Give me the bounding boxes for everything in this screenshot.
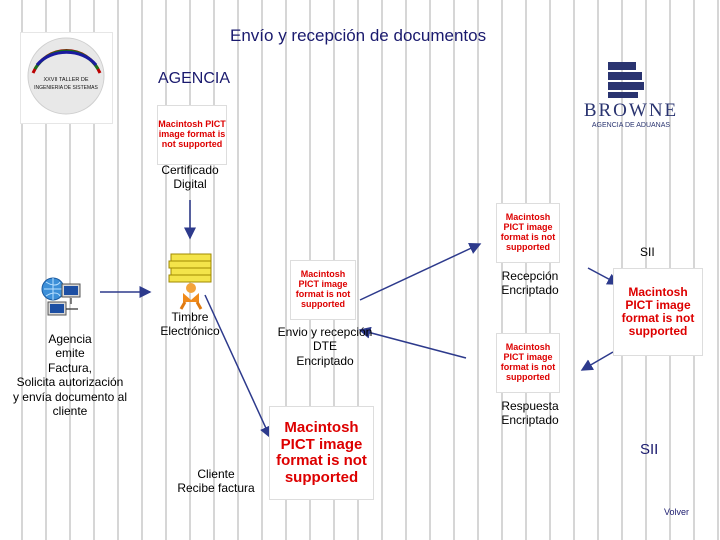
volver-link[interactable]: Volver (664, 507, 689, 517)
pict-respuesta: Macintosh PICT image format is not suppo… (496, 333, 560, 393)
envio-label: Envio y recepción DTE Encriptado (270, 325, 380, 368)
svg-text:BROWNE: BROWNE (584, 100, 678, 121)
taller-logo: XXVII TALLER DE INGENIERIA DE SISTEMAS (20, 32, 113, 124)
pict-recepcion: Macintosh PICT image format is not suppo… (496, 203, 560, 263)
pict-sii: Macintosh PICT image format is not suppo… (613, 268, 703, 356)
cliente-label: Cliente Recibe factura (168, 467, 264, 496)
agencia-emite-label: Agencia emite Factura, Solicita autoriza… (6, 332, 134, 418)
arrow-envio-to-recepcion (360, 244, 480, 300)
pict-cliente: Macintosh PICT image format is not suppo… (269, 406, 374, 500)
certificado-label: Certificado Digital (158, 163, 222, 192)
sii-big-label: SII (640, 441, 658, 458)
respuesta-label: Respuesta Encriptado (494, 399, 566, 428)
pict-certificado: Macintosh PICT image format is not suppo… (157, 105, 227, 165)
page-title: Envío y recepción de documentos (230, 26, 486, 46)
browne-logo: BROWNE AGENCIA DE ADUANAS (566, 60, 696, 130)
timbre-person-icon (163, 250, 219, 310)
agency-label: AGENCIA (158, 70, 230, 88)
svg-text:AGENCIA DE ADUANAS: AGENCIA DE ADUANAS (592, 122, 671, 129)
timbre-label: Timbre Electrónico (152, 310, 228, 339)
svg-text:XXVII TALLER DE: XXVII TALLER DE (43, 77, 88, 83)
pict-envio: Macintosh PICT image format is not suppo… (290, 260, 356, 320)
sii-small-label: SII (640, 245, 655, 259)
arrow-sii-to-respuesta (582, 352, 613, 370)
computer-network-icon (40, 276, 88, 320)
recepcion-label: Recepción Encriptado (494, 269, 566, 298)
svg-text:INGENIERIA DE SISTEMAS: INGENIERIA DE SISTEMAS (34, 85, 98, 91)
